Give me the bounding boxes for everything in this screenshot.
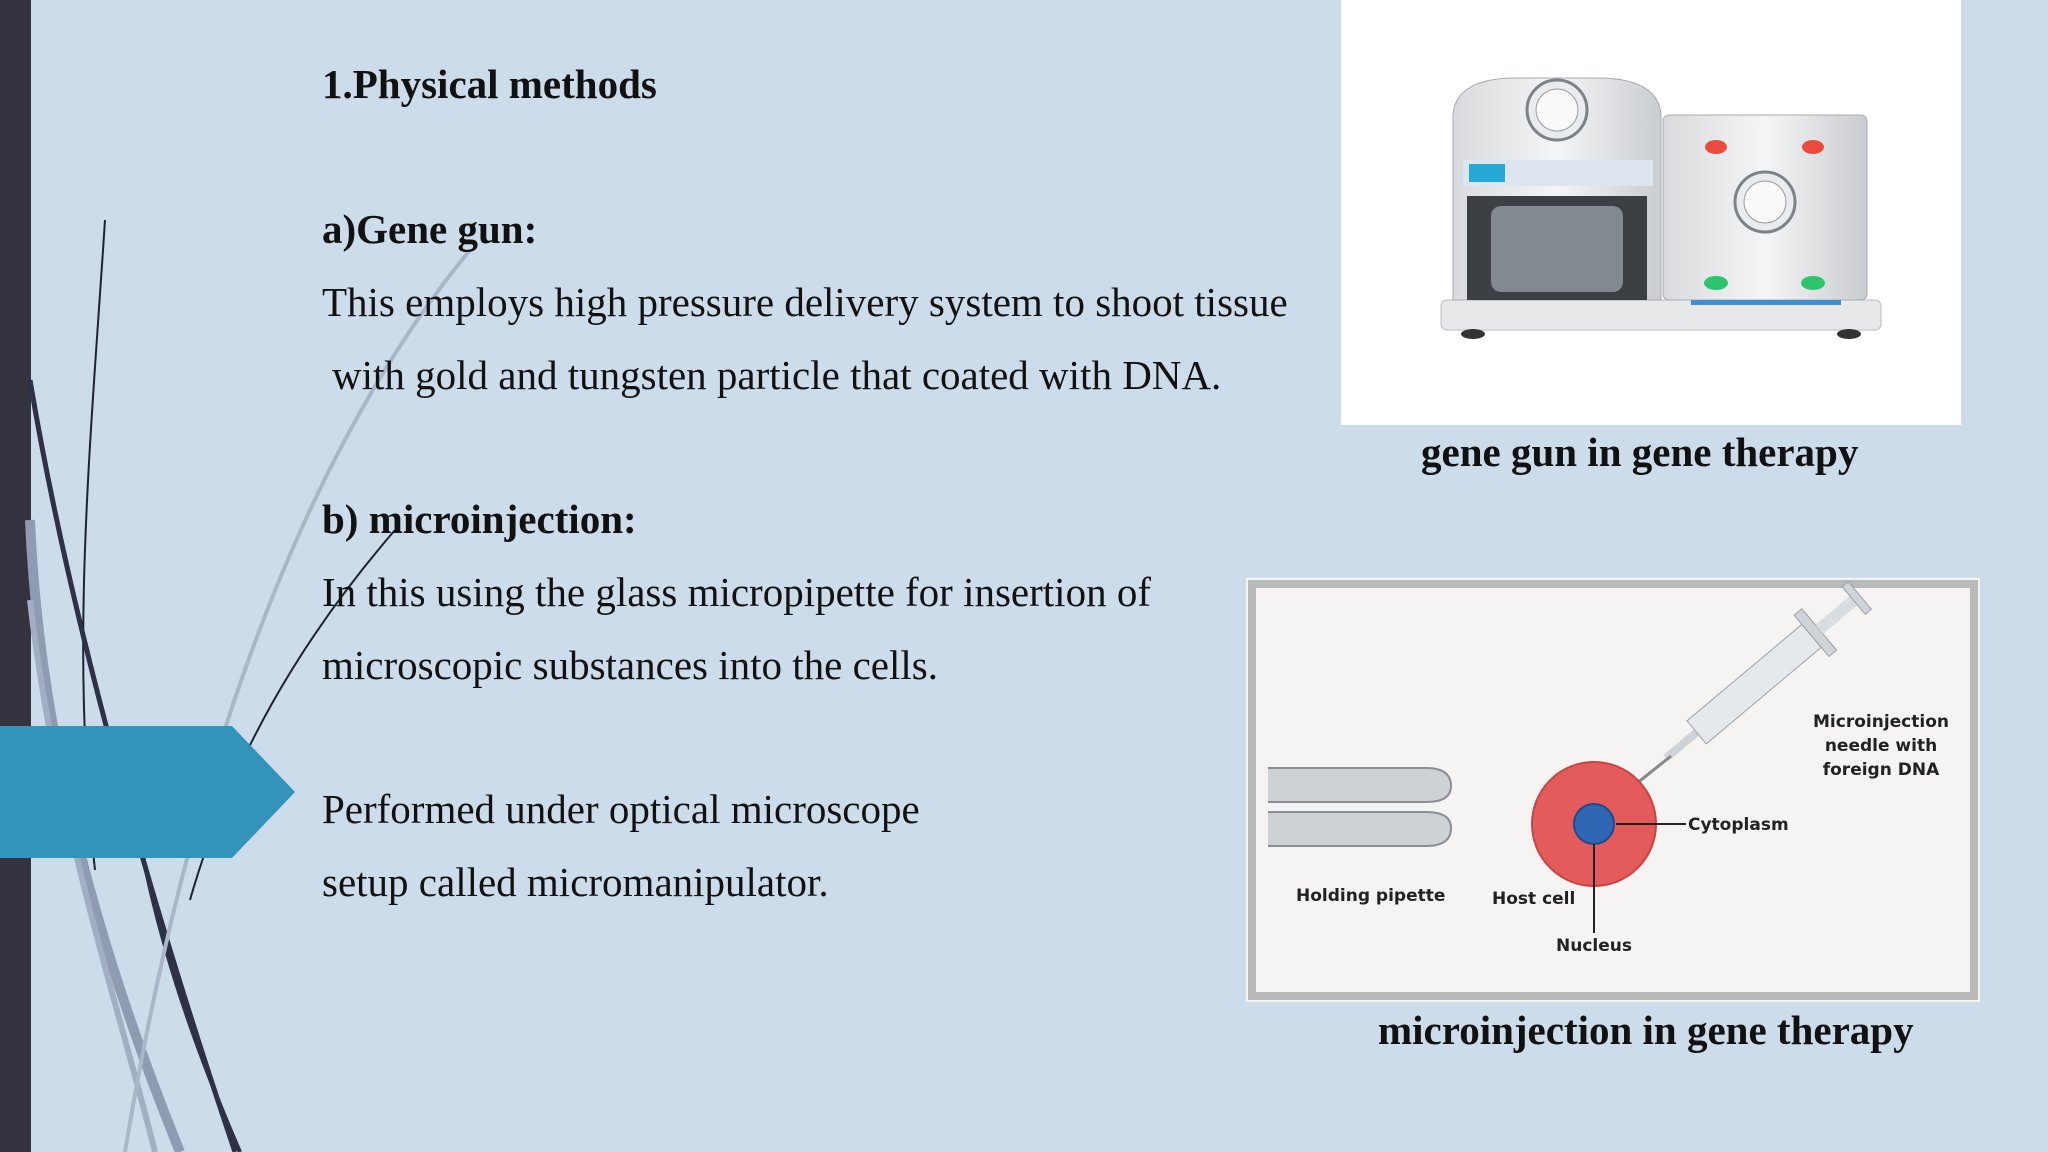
holding-pipette-label: Holding pipette xyxy=(1296,886,1445,906)
gene-gun-text-line-1: This employs high pressure delivery syst… xyxy=(322,279,1288,325)
microinjection-caption: microinjection in gene therapy xyxy=(1378,1007,1914,1053)
gene-gun-image xyxy=(1341,0,1961,425)
microinjection-text-line-3: Performed under optical microscope xyxy=(322,786,920,832)
gene-gun-caption: gene gun in gene therapy xyxy=(1421,429,1859,475)
microinjection-title: b) microinjection: xyxy=(322,496,637,542)
microinjection-text-line-4: setup called micromanipulator. xyxy=(322,859,829,905)
needle-label-line-3: foreign DNA xyxy=(1823,760,1940,780)
nucleus-label: Nucleus xyxy=(1556,936,1632,956)
cytoplasm-label: Cytoplasm xyxy=(1688,815,1789,835)
left-accent-bar xyxy=(0,0,31,1152)
microinjection-image: Microinjection needle with foreign DNA C… xyxy=(1246,578,1980,1002)
slide-heading: 1.Physical methods xyxy=(322,61,657,107)
microinjection-text-line-2: microscopic substances into the cells. xyxy=(322,642,938,688)
needle-label-line-2: needle with xyxy=(1825,736,1937,756)
microinjection-text-line-1: In this using the glass micropipette for… xyxy=(322,569,1151,615)
host-cell-label: Host cell xyxy=(1492,889,1575,909)
gene-gun-text-line-2: with gold and tungsten particle that coa… xyxy=(332,352,1222,398)
accent-arrow-tab xyxy=(0,726,295,858)
needle-label-line-1: Microinjection xyxy=(1813,712,1949,732)
gene-gun-title: a)Gene gun: xyxy=(322,206,538,252)
microinjection-diagram: Microinjection needle with foreign DNA C… xyxy=(1248,580,1978,1000)
gene-gun-device-illustration xyxy=(1440,77,1882,339)
